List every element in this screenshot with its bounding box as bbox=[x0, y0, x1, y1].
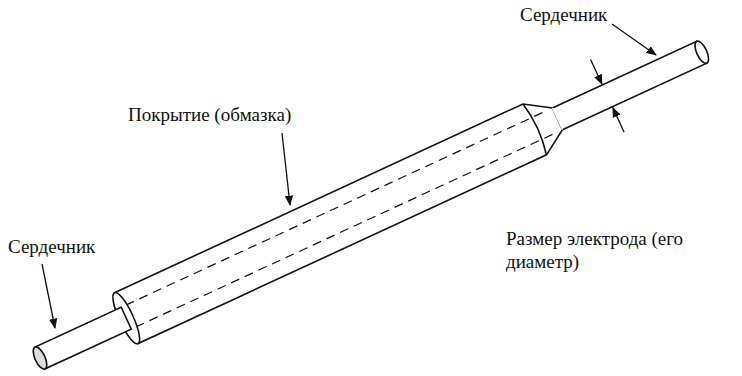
coating bbox=[114, 93, 569, 343]
leader-line bbox=[612, 24, 656, 55]
core-right bbox=[552, 41, 706, 129]
dimension-arrow bbox=[613, 108, 624, 133]
leader-line bbox=[282, 133, 290, 205]
part-label: Покрытие (обмазка) bbox=[128, 104, 291, 127]
electrode bbox=[19, 14, 723, 376]
core-end bbox=[692, 39, 711, 65]
dimension-label: Размер электрода (его диаметр) bbox=[506, 228, 734, 274]
part-label: Сердечник bbox=[8, 236, 95, 259]
part-label: Сердечник bbox=[520, 4, 607, 27]
taper-edge bbox=[523, 103, 549, 155]
hidden-core-line bbox=[126, 111, 545, 305]
core-left bbox=[35, 307, 131, 369]
hidden-core-line bbox=[136, 133, 555, 327]
dimension-arrow bbox=[591, 60, 602, 85]
leader-line bbox=[42, 264, 55, 328]
core-end bbox=[30, 345, 49, 371]
